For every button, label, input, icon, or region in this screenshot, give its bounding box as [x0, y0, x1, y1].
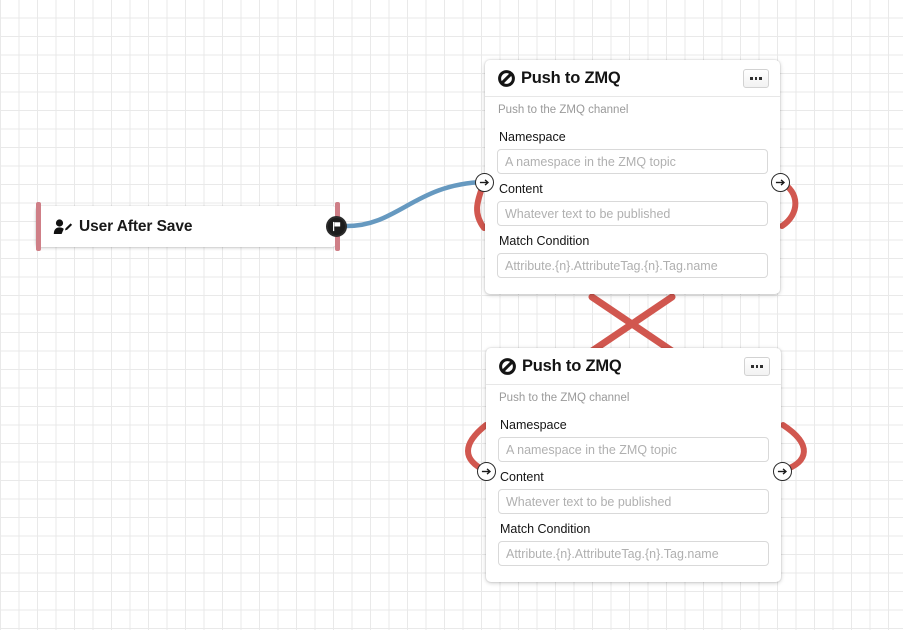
field-label-namespace: Namespace	[500, 418, 567, 432]
node-menu-button[interactable]	[744, 357, 770, 376]
arrow-right-icon	[777, 468, 788, 475]
field-label-match-condition: Match Condition	[500, 522, 591, 536]
node-title: Push to ZMQ	[521, 69, 621, 87]
content-input[interactable]	[498, 489, 769, 514]
node2-input-handle[interactable]	[477, 462, 496, 481]
trigger-node-label: User After Save	[79, 217, 193, 235]
ban-icon	[499, 358, 516, 375]
arrow-right-icon	[479, 179, 490, 186]
arrow-right-icon	[481, 468, 492, 475]
field-namespace: Namespace	[497, 130, 768, 174]
field-match-condition: Match Condition	[498, 522, 769, 566]
field-label-content: Content	[500, 470, 544, 484]
namespace-input[interactable]	[497, 149, 768, 174]
edge-trigger-to-node1	[344, 179, 487, 229]
trigger-output-handle[interactable]	[326, 216, 347, 237]
namespace-input[interactable]	[498, 437, 769, 462]
content-input[interactable]	[497, 201, 768, 226]
node1-output-handle[interactable]	[771, 173, 790, 192]
field-content: Content	[498, 470, 769, 514]
trigger-node-user-after-save[interactable]: User After Save	[36, 202, 340, 251]
field-label-content: Content	[499, 182, 543, 196]
dot	[755, 365, 759, 368]
field-content: Content	[497, 182, 768, 226]
field-namespace: Namespace	[498, 418, 769, 462]
node-body: Namespace Content Match Condition	[485, 118, 780, 294]
arrow-right-icon	[775, 179, 786, 186]
node-push-to-zmq-2[interactable]: Push to ZMQ Push to the ZMQ channel Name…	[486, 348, 781, 582]
node-push-to-zmq-1[interactable]: Push to ZMQ Push to the ZMQ channel Name…	[485, 60, 780, 294]
node2-output-handle[interactable]	[773, 462, 792, 481]
trigger-accent-bar-left	[36, 202, 41, 251]
field-label-namespace: Namespace	[499, 130, 566, 144]
node-header: Push to ZMQ	[485, 60, 780, 97]
flag-icon	[333, 221, 341, 232]
user-edit-icon	[53, 218, 73, 235]
dot	[754, 77, 758, 80]
node1-input-handle[interactable]	[475, 173, 494, 192]
node-subtitle: Push to the ZMQ channel	[498, 104, 629, 116]
edge-cross-right-to-left	[588, 293, 676, 355]
dot	[751, 365, 754, 368]
node-header: Push to ZMQ	[486, 348, 781, 385]
match-condition-input[interactable]	[498, 541, 769, 566]
match-condition-input[interactable]	[497, 253, 768, 278]
node-subtitle: Push to the ZMQ channel	[499, 392, 630, 404]
node-body: Namespace Content Match Condition	[486, 406, 781, 582]
field-match-condition: Match Condition	[497, 234, 768, 278]
dot	[750, 77, 753, 80]
ban-icon	[498, 70, 515, 87]
dot	[760, 365, 763, 368]
field-label-match-condition: Match Condition	[499, 234, 590, 248]
node-menu-button[interactable]	[743, 69, 769, 88]
edge-cross-left-to-right	[588, 293, 676, 355]
node-title: Push to ZMQ	[522, 357, 622, 375]
dot	[759, 77, 762, 80]
